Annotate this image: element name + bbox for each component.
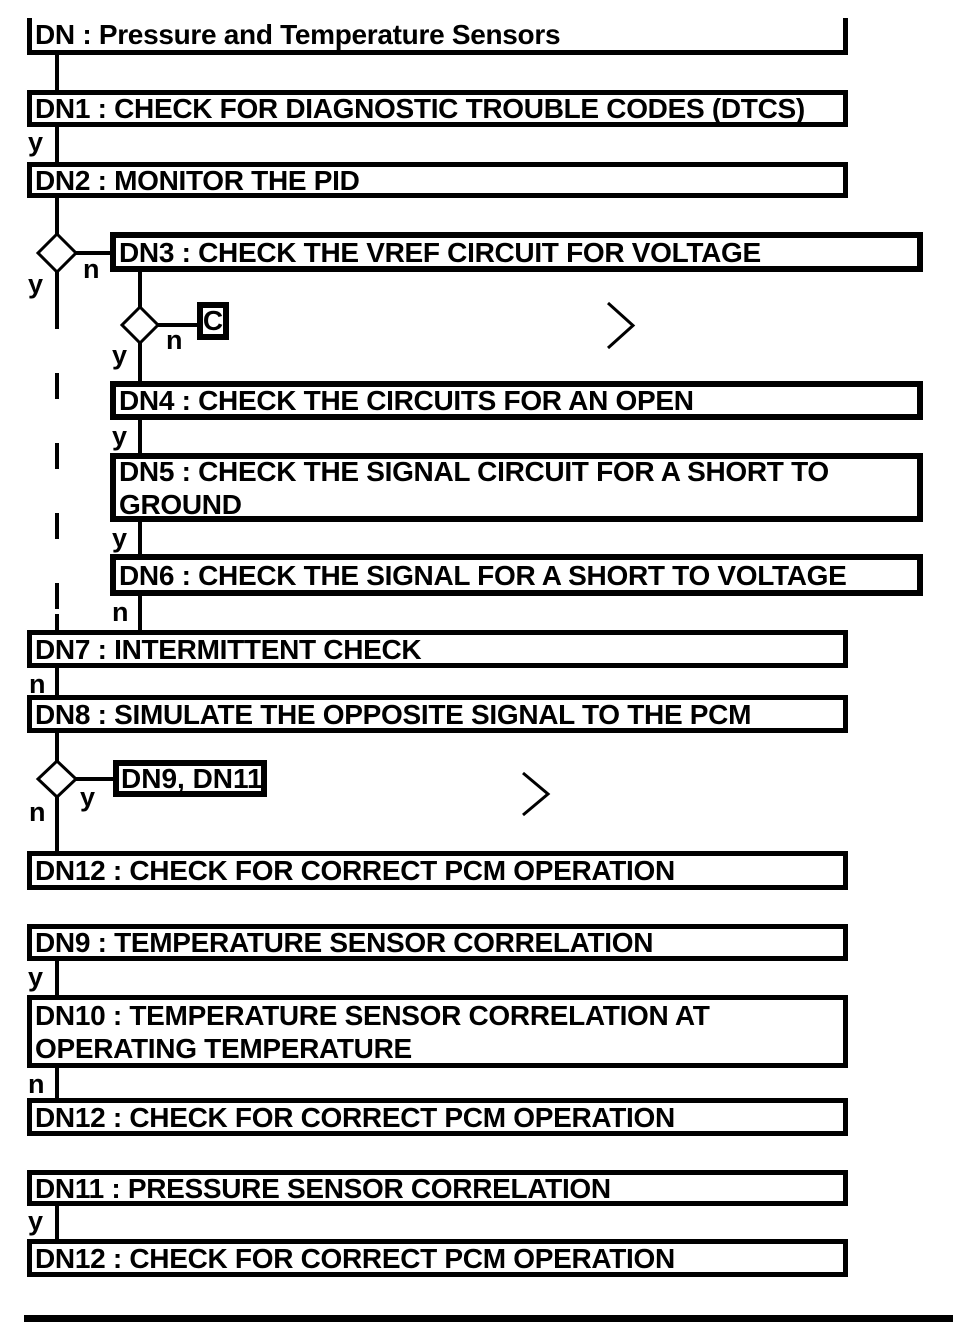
node-dn12-third: DN12 : CHECK FOR CORRECT PCM OPERATION — [27, 1239, 848, 1277]
node-dn12-second-text: DN12 : CHECK FOR CORRECT PCM OPERATION — [35, 1101, 675, 1133]
node-dn5: DN5 : CHECK THE SIGNAL CIRCUIT FOR A SHO… — [110, 453, 923, 522]
branch-label-no: n — [29, 797, 46, 827]
node-dn12-first: DN12 : CHECK FOR CORRECT PCM OPERATION — [27, 851, 848, 890]
goto-ref-dn9-dn11-text: DN9, DN11 — [121, 762, 263, 794]
offpage-connector-c: C — [197, 302, 229, 340]
node-dn2: DN2 : MONITOR THE PID — [27, 162, 848, 198]
node-dn3: DN3 : CHECK THE VREF CIRCUIT FOR VOLTAGE — [110, 232, 923, 272]
node-dn1-text: DN1 : CHECK FOR DIAGNOSTIC TROUBLE CODES… — [35, 93, 805, 124]
node-dn5-text-line2: GROUND — [119, 488, 242, 520]
node-dn1: DN1 : CHECK FOR DIAGNOSTIC TROUBLE CODES… — [27, 90, 848, 127]
decision-diamond-3 — [35, 758, 79, 800]
node-dn2-text: DN2 : MONITOR THE PID — [35, 164, 360, 196]
node-dn7: DN7 : INTERMITTENT CHECK — [27, 630, 848, 668]
decision-diamond-2 — [119, 304, 161, 346]
branch-label-no: n — [29, 669, 46, 699]
node-dn6-text: DN6 : CHECK THE SIGNAL FOR A SHORT TO VO… — [119, 559, 847, 591]
branch-label-yes: y — [28, 127, 44, 157]
branch-label-yes: y — [28, 962, 44, 992]
node-dn11-text: DN11 : PRESSURE SENSOR CORRELATION — [35, 1172, 611, 1204]
branch-label-yes: y — [80, 782, 96, 812]
goto-ref-dn9-dn11: DN9, DN11 — [113, 760, 267, 797]
branch-label-yes: y — [112, 340, 128, 370]
node-dn12-second: DN12 : CHECK FOR CORRECT PCM OPERATION — [27, 1098, 848, 1136]
node-dn10-text-line2: OPERATING TEMPERATURE — [35, 1032, 412, 1064]
branch-label-yes: y — [28, 1206, 44, 1236]
node-dn11: DN11 : PRESSURE SENSOR CORRELATION — [27, 1170, 848, 1206]
node-dn7-text: DN7 : INTERMITTENT CHECK — [35, 633, 422, 665]
branch-label-yes: y — [112, 523, 128, 553]
node-dn9: DN9 : TEMPERATURE SENSOR CORRELATION — [27, 924, 848, 961]
node-dn8-text: DN8 : SIMULATE THE OPPOSITE SIGNAL TO TH… — [35, 698, 752, 730]
node-dn8: DN8 : SIMULATE THE OPPOSITE SIGNAL TO TH… — [27, 695, 848, 733]
node-dn5-text-line1: DN5 : CHECK THE SIGNAL CIRCUIT FOR A SHO… — [119, 455, 829, 487]
branch-label-no: n — [28, 1069, 45, 1099]
bottom-rule — [24, 1315, 953, 1322]
node-dn6: DN6 : CHECK THE SIGNAL FOR A SHORT TO VO… — [110, 554, 923, 596]
node-dn-title-text: DN : Pressure and Temperature Sensors — [35, 18, 561, 50]
chevron-right-icon — [522, 771, 551, 817]
branch-label-yes: y — [112, 421, 128, 451]
node-dn-title: DN : Pressure and Temperature Sensors — [27, 18, 848, 55]
branch-label-no: n — [83, 254, 100, 284]
decision-diamond-1 — [35, 231, 79, 275]
node-dn10-text-line1: DN10 : TEMPERATURE SENSOR CORRELATION AT — [35, 999, 710, 1031]
offpage-connector-c-text: C — [202, 305, 224, 336]
node-dn12-third-text: DN12 : CHECK FOR CORRECT PCM OPERATION — [35, 1242, 675, 1274]
node-dn9-text: DN9 : TEMPERATURE SENSOR CORRELATION — [35, 927, 654, 958]
node-dn3-text: DN3 : CHECK THE VREF CIRCUIT FOR VOLTAGE — [119, 236, 761, 268]
node-dn10: DN10 : TEMPERATURE SENSOR CORRELATION AT… — [27, 995, 848, 1068]
branch-label-no: n — [112, 597, 129, 627]
branch-label-no: n — [166, 325, 183, 355]
branch-label-yes: y — [28, 269, 44, 299]
chevron-right-icon — [606, 301, 636, 350]
node-dn4-text: DN4 : CHECK THE CIRCUITS FOR AN OPEN — [119, 385, 694, 416]
node-dn4: DN4 : CHECK THE CIRCUITS FOR AN OPEN — [110, 381, 923, 420]
node-dn12-first-text: DN12 : CHECK FOR CORRECT PCM OPERATION — [35, 855, 675, 886]
